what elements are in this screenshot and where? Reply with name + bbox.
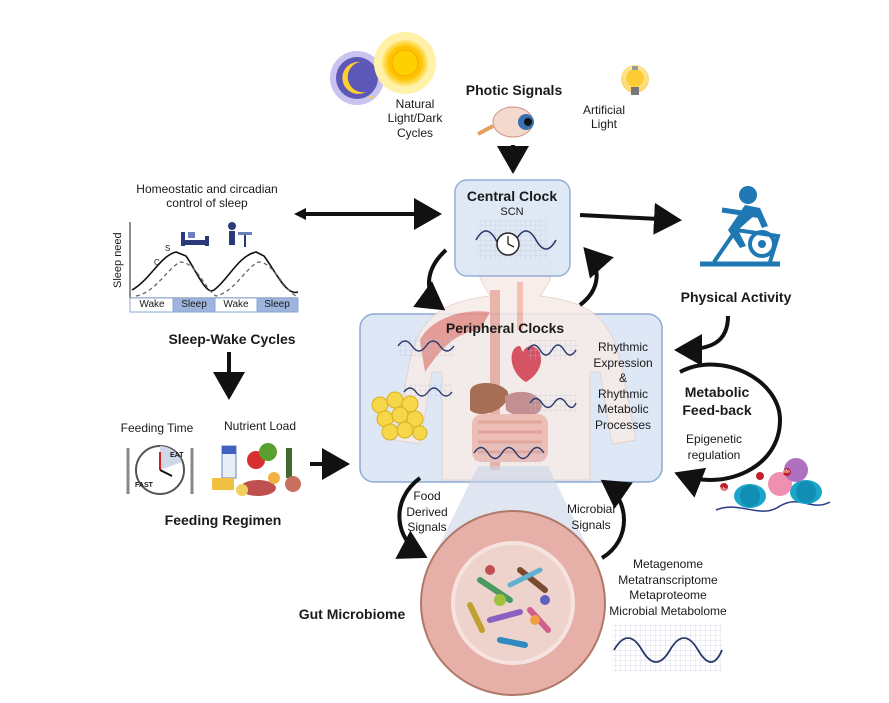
sleep-chart [129, 222, 299, 313]
feeding-time-label: Feeding Time [120, 421, 194, 435]
microbial-signals-arrow [600, 479, 633, 560]
photic-signals-label: Photic Signals [465, 82, 563, 98]
central-clock-title: Central Clock [466, 188, 558, 204]
bed-icon [181, 232, 209, 246]
food-derived-line2: Derived [406, 504, 448, 519]
sleep-wake-cycles-label: Sleep-Wake Cycles [168, 331, 296, 347]
microbial-signals-label: Microbial Signals [567, 502, 615, 533]
methyl-label-1: Me [720, 487, 727, 493]
process-s-curve [131, 251, 299, 294]
natural-light-label: Natural Light/Dark Cycles [388, 97, 443, 140]
artificial-light-line1: Artificial [582, 103, 626, 117]
moon-sun-icon: ✦ ✦ [330, 32, 436, 105]
physical-activity-label: Physical Activity [680, 289, 792, 305]
homeostatic-label: Homeostatic and circadian control of sle… [136, 182, 277, 211]
clock-icon [496, 232, 520, 256]
artificial-light-line2: Light [590, 117, 618, 132]
rhythmic-line5: Metabolic [597, 402, 649, 417]
eye-icon [477, 106, 534, 138]
omics-wave [613, 637, 723, 663]
epigenetic-line1: Epigenetic [685, 432, 743, 446]
peripheral-to-central-arrow [578, 247, 614, 307]
microbial-signals-line2: Signals [571, 517, 611, 532]
omics-line3: Metaproteome [629, 588, 707, 603]
wake-label-2: Wake [223, 299, 249, 310]
omics-line4: Microbial Metabolome [609, 603, 727, 618]
omics-label: Metagenome Metatranscriptome Metaproteom… [609, 557, 726, 619]
peripheral-clocks-title: Peripheral Clocks [445, 320, 565, 336]
omics-line1: Metagenome [632, 557, 704, 571]
natural-light-line2: Light/Dark [387, 111, 443, 126]
gut-microbiome-label: Gut Microbiome [298, 606, 406, 622]
natural-light-line3: Cycles [396, 125, 434, 140]
food-derived-label: Food Derived Signals [406, 489, 447, 536]
process-c-curve [135, 261, 297, 297]
nutrient-load-label: Nutrient Load [223, 419, 297, 433]
activity-to-peripheral-arrow [674, 315, 730, 366]
central-to-activity-arrow [579, 202, 682, 235]
eat-label: EAT [170, 452, 184, 459]
omics-grid [612, 624, 722, 672]
artificial-light-label: Artificial Light [583, 103, 625, 132]
central-to-peripheral-arrow [413, 248, 448, 311]
sleep-label-2: Sleep [264, 299, 290, 310]
metabolic-feedback-line1: Metabolic [684, 384, 750, 400]
rhythmic-line2: Expression [593, 355, 653, 370]
feeding-clock-icon [126, 445, 194, 495]
scn-label: SCN [500, 206, 524, 218]
metabolic-feedback-arrow [674, 362, 783, 498]
epigenetic-line2: regulation [687, 447, 741, 462]
epigenetic-label: Epigenetic regulation [686, 432, 742, 463]
homeostatic-line2: control of sleep [166, 196, 248, 211]
gut-microbiome-cross-section [420, 510, 606, 696]
metabolic-feedback-label: Metabolic Feed-back [682, 384, 751, 419]
fast-label: FAST [135, 482, 153, 489]
person-at-desk-icon [228, 222, 252, 247]
food-derived-line1: Food [413, 489, 441, 503]
microbe-cluster [467, 565, 551, 648]
sleep-need-axis-label: Sleep need [112, 232, 124, 288]
food-signals-arrow [395, 476, 428, 559]
peripheral-wave-strips [397, 336, 578, 464]
feeding-regimen-label: Feeding Regimen [164, 512, 282, 528]
rhythmic-line3: & [618, 371, 627, 386]
rhythmic-line1: Rhythmic [597, 340, 648, 354]
food-items-icon [212, 443, 301, 496]
methyl-label-2: Me [783, 469, 790, 475]
svg-text:✦: ✦ [368, 93, 375, 102]
liver-icon [470, 383, 509, 414]
rhythmic-line4: Rhythmic [597, 386, 648, 401]
light-bulb-icon [621, 65, 649, 95]
food-derived-line3: Signals [407, 520, 447, 535]
natural-light-line1: Natural [395, 97, 435, 111]
metabolic-feedback-line2: Feed-back [682, 401, 752, 418]
s-curve-label: S [165, 244, 171, 253]
exercise-bike-icon [700, 186, 781, 267]
sleep-label-1: Sleep [181, 299, 207, 310]
adipose-tissue-icon [371, 391, 428, 441]
rhythmic-label: Rhythmic Expression & Rhythmic Metabolic… [593, 340, 652, 434]
microbial-signals-line1: Microbial [566, 502, 616, 516]
nucleosome-icon [715, 458, 831, 512]
c-curve-label: C [154, 258, 160, 267]
homeostatic-line1: Homeostatic and circadian [136, 182, 278, 196]
rhythmic-line6: Processes [594, 417, 652, 432]
wake-label-1: Wake [139, 299, 165, 310]
omics-line2: Metatranscriptome [618, 572, 718, 587]
